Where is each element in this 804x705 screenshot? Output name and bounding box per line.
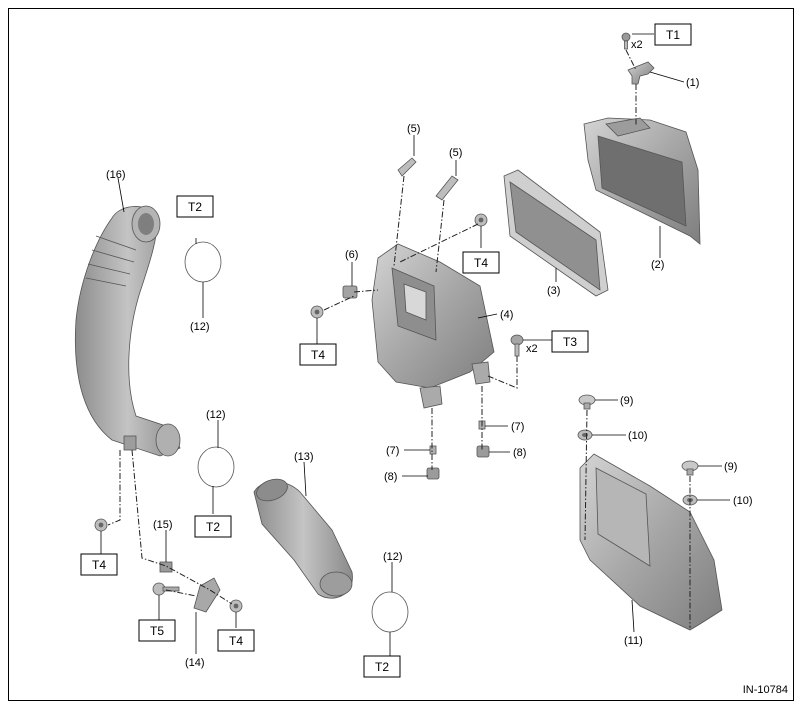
part-nuts	[94, 213, 488, 613]
torque-t1: T1	[666, 28, 680, 42]
torque-box-t1: T1	[654, 23, 692, 46]
torque-box-t3: T3	[551, 330, 589, 353]
part-t1-screw	[621, 32, 631, 50]
callout-16: (16)	[106, 169, 126, 181]
torque-t4-bottom: T4	[229, 634, 243, 648]
part-t5-bolt	[152, 582, 180, 596]
assembly-lines	[107, 49, 691, 628]
part-air-cleaner-case	[583, 117, 701, 245]
torque-t3: T3	[563, 335, 577, 349]
callout-11: (11)	[624, 635, 643, 647]
callout-13: (13)	[294, 451, 314, 463]
callout-8a: (8)	[384, 471, 397, 483]
callout-3: (3)	[547, 285, 560, 297]
callout-9a: (9)	[620, 395, 633, 407]
torque-box-t2-top: T2	[176, 195, 214, 218]
part-t3-bolt	[510, 334, 524, 357]
callout-4: (4)	[500, 309, 513, 321]
part-air-cleaner-case-upper	[371, 243, 495, 409]
callout-7a: (7)	[386, 445, 399, 457]
torque-box-t4-bottom-left: T4	[80, 553, 118, 576]
torque-t2-top: T2	[188, 200, 202, 214]
callout-7b: (7)	[511, 421, 524, 433]
callout-2: (2)	[651, 259, 664, 271]
callout-10b: (10)	[733, 495, 753, 507]
callout-10a: (10)	[628, 430, 648, 442]
callout-9b: (9)	[724, 461, 737, 473]
callout-12a: (12)	[190, 321, 210, 333]
callout-5b: (5)	[449, 147, 462, 159]
quantity-t3: x2	[526, 343, 538, 355]
part-intake-boot	[253, 478, 353, 599]
torque-box-t2-mid: T2	[194, 515, 232, 538]
torque-t2-mid: T2	[206, 520, 220, 534]
part-clips-9-10	[577, 394, 699, 506]
callout-5a: (5)	[407, 123, 420, 135]
torque-box-t2-bottom: T2	[363, 655, 401, 678]
callout-6: (6)	[345, 249, 358, 261]
callout-15: (15)	[153, 519, 173, 531]
torque-t4-right: T4	[474, 256, 488, 270]
torque-t5: T5	[150, 624, 164, 638]
callout-12b: (12)	[206, 409, 226, 421]
callout-12c: (12)	[383, 551, 403, 563]
part-filter-element	[503, 169, 609, 297]
torque-box-t4-left: T4	[299, 343, 337, 366]
part-grommets-7-8	[426, 420, 490, 480]
torque-t2-bottom: T2	[375, 660, 389, 674]
torque-box-t4-right: T4	[462, 251, 500, 274]
quantity-t1: x2	[631, 39, 643, 51]
torque-t4-bottom-left: T4	[92, 558, 106, 572]
diagram-id: IN-10784	[743, 684, 788, 696]
torque-box-t5: T5	[138, 619, 176, 642]
torque-box-t4-bottom: T4	[217, 629, 255, 652]
part-clamps	[184, 241, 409, 633]
callout-8b: (8)	[513, 447, 526, 459]
part-air-guide	[579, 453, 723, 631]
part-intake-duct	[74, 205, 181, 457]
part-sensor	[627, 61, 655, 85]
callout-1: (1)	[686, 77, 699, 89]
callout-14: (14)	[185, 657, 205, 669]
leader-lines	[100, 33, 730, 656]
part-clips	[397, 157, 459, 201]
torque-t4-left: T4	[311, 348, 325, 362]
